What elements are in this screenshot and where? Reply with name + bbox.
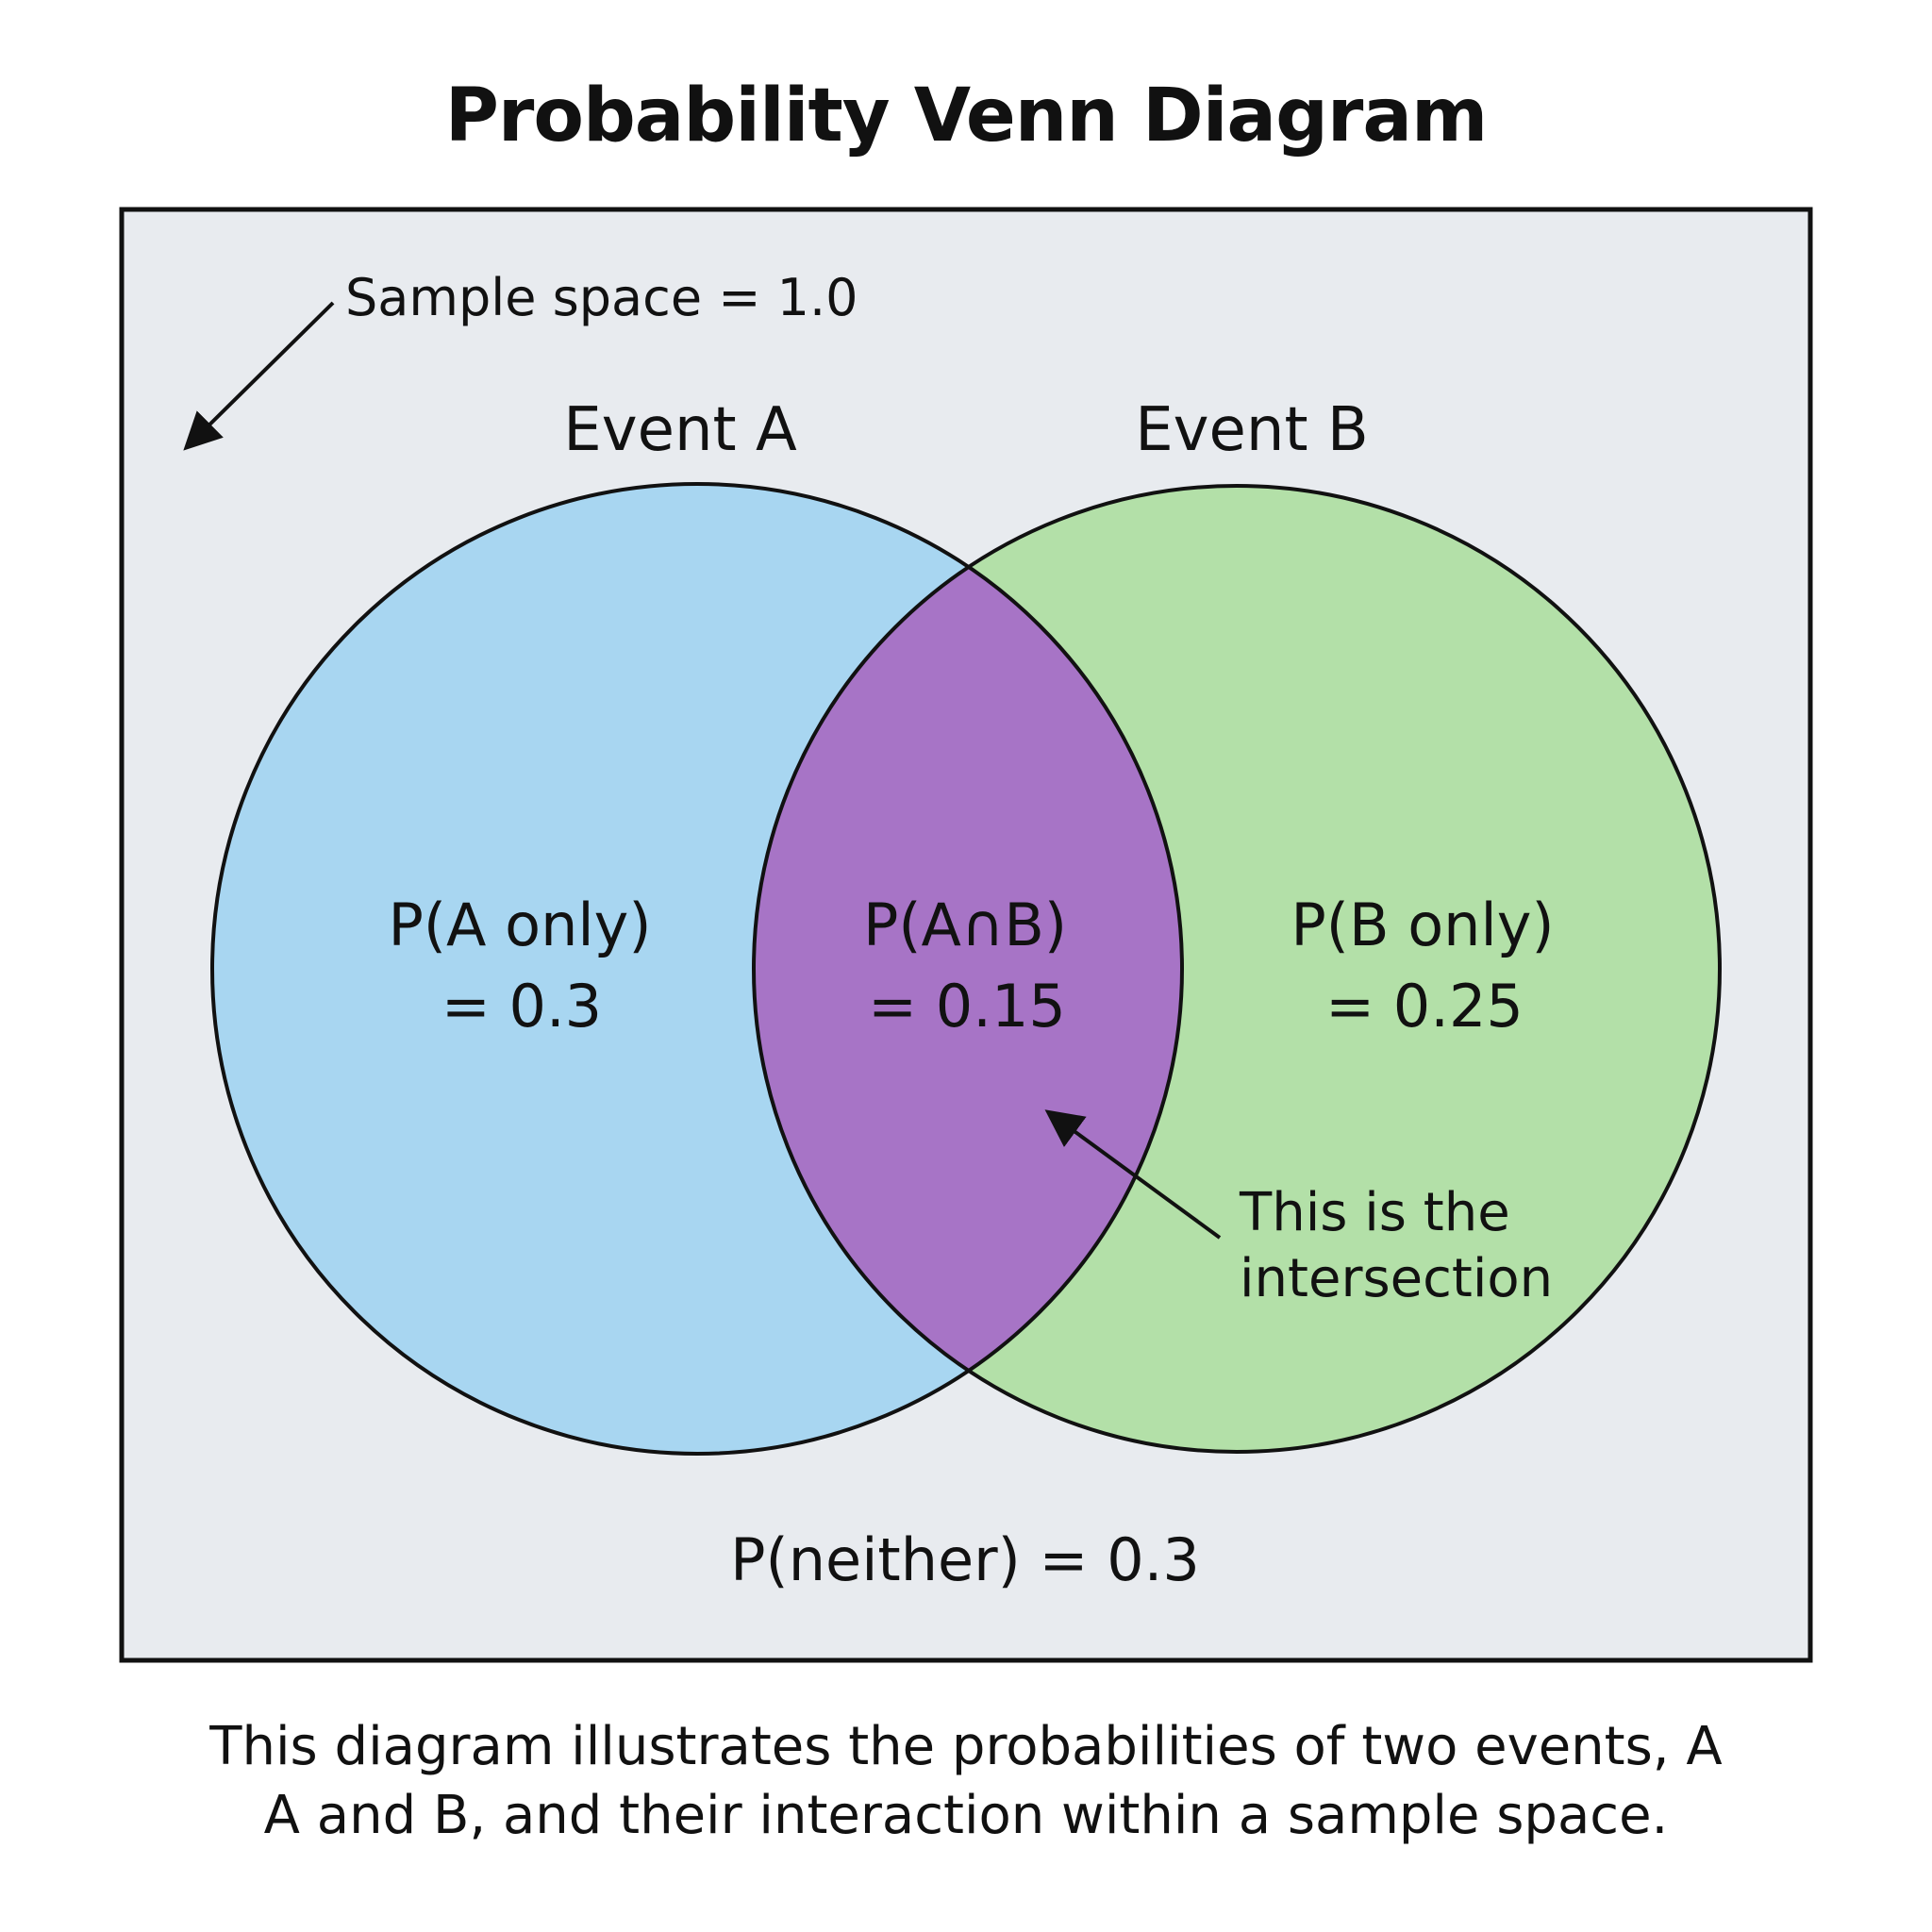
a-only-value: = 0.3 <box>441 972 602 1041</box>
event-b-outline <box>752 484 1722 1454</box>
b-only-value: = 0.25 <box>1325 972 1524 1041</box>
sample-space-label: Sample space = 1.0 <box>345 268 858 327</box>
annotation-line-1: This is the <box>1239 1182 1510 1243</box>
event-a-outline <box>210 482 1184 1456</box>
caption-line-2: A and B, and their interaction within a … <box>263 1785 1669 1846</box>
intersection-value: = 0.15 <box>868 972 1066 1041</box>
a-only-label: P(A only) <box>388 891 651 959</box>
intersection-label: P(A∩B) <box>863 891 1067 959</box>
annotation-line-2: intersection <box>1240 1248 1553 1309</box>
neither-label: P(neither) = 0.3 <box>730 1525 1200 1594</box>
b-only-label: P(B only) <box>1291 891 1554 959</box>
sample-space-arrow-icon <box>183 301 335 451</box>
page-title: Probability Venn Diagram <box>444 74 1489 158</box>
intersection-region <box>754 486 1182 1452</box>
intersection-arrow-icon <box>1044 1109 1222 1240</box>
event-a-label: Event A <box>563 395 797 465</box>
caption-line-1: This diagram illustrates the probabiliti… <box>209 1716 1723 1777</box>
event-b-label: Event B <box>1135 395 1369 465</box>
caption: This diagram illustrates the probabiliti… <box>0 1712 1932 1850</box>
